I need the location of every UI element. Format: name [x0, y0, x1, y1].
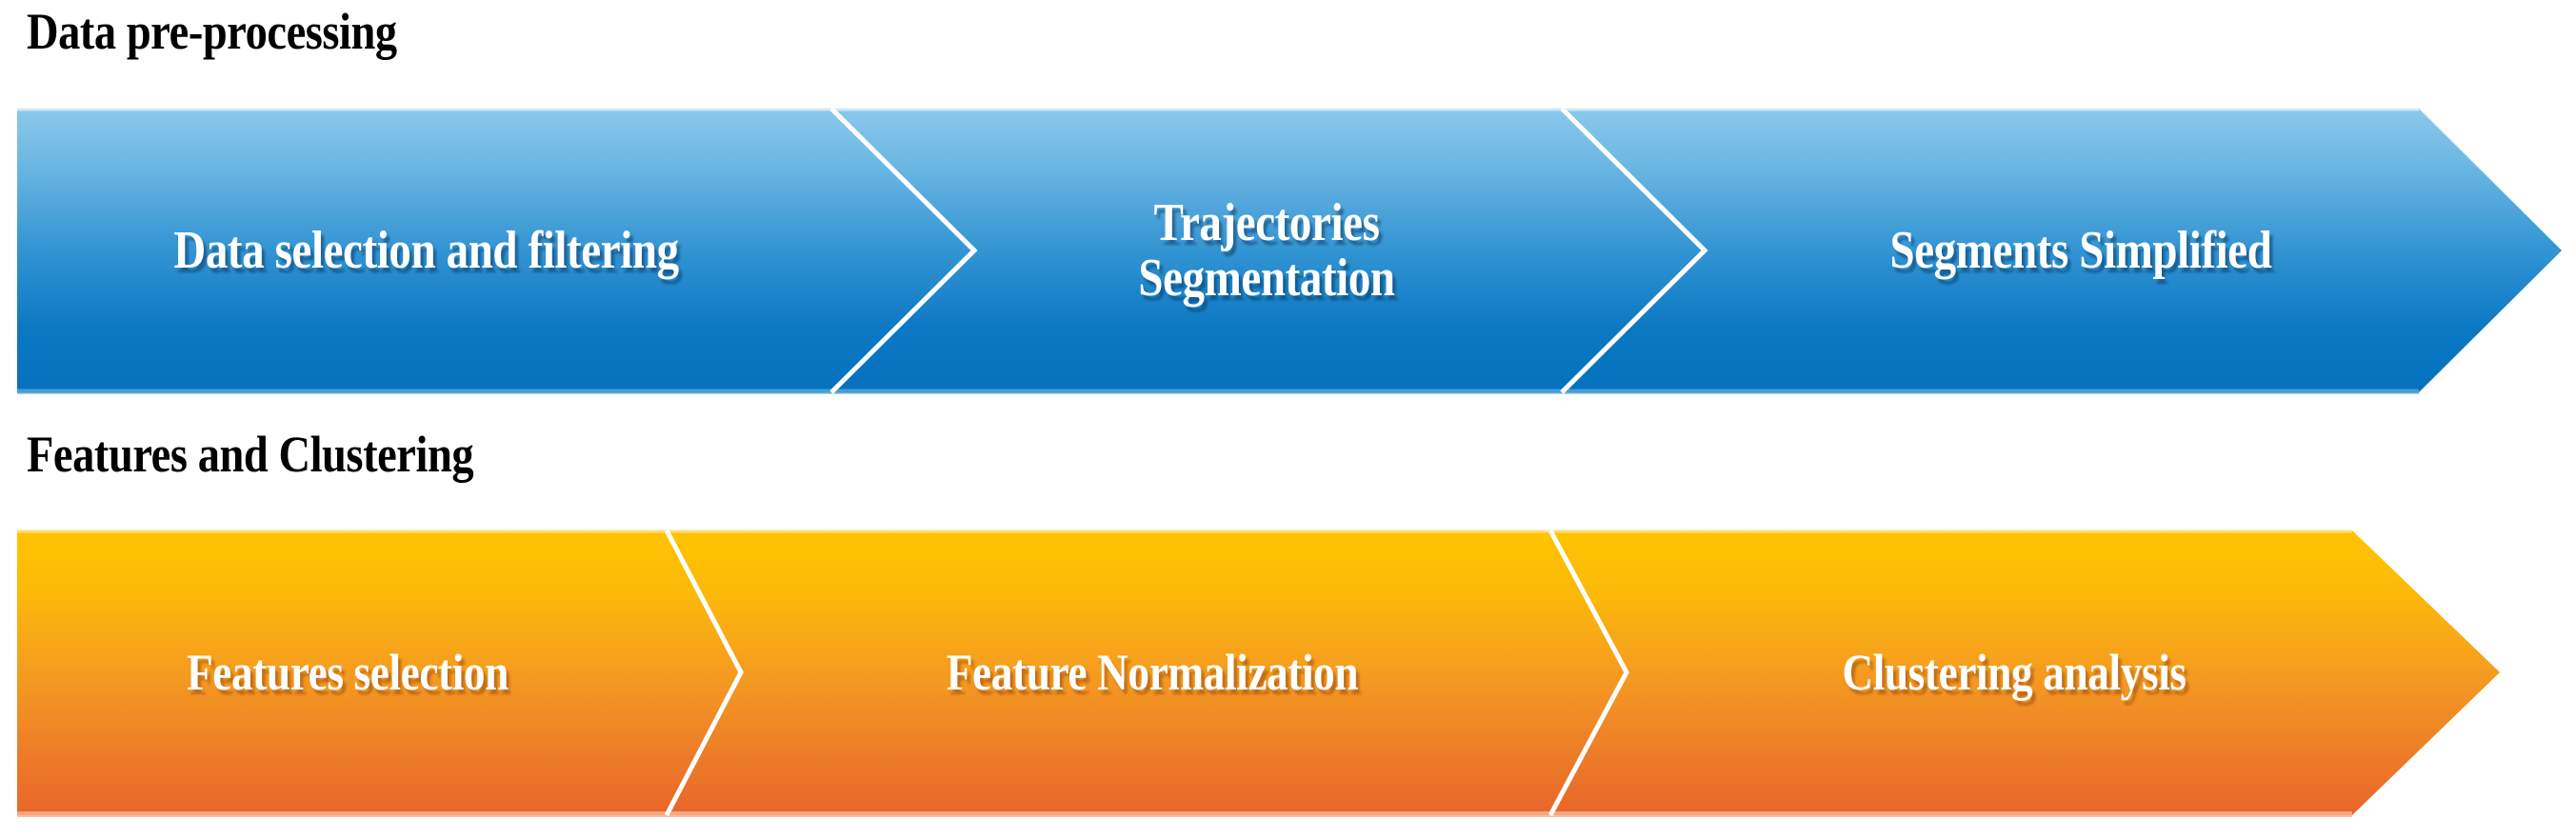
blue-chevron-separator-2	[1560, 107, 1708, 394]
blue-chevron-separator-1	[829, 107, 978, 394]
orange-chevron-separator-2	[1548, 529, 1629, 817]
process-band-data-pre-processing: Data selection and filtering Trajectorie…	[0, 107, 2576, 394]
band-heading-data-pre-processing: Data pre-processing	[27, 3, 397, 60]
orange-arrow-body	[17, 530, 2500, 815]
blue-arrow-body	[17, 109, 2562, 392]
orange-chevron-separator-1	[664, 529, 744, 817]
process-band-features-and-clustering: Features selection Feature Normalization…	[0, 529, 2576, 817]
band-heading-features-and-clustering: Features and Clustering	[27, 426, 474, 483]
orange-band-shape	[17, 529, 2500, 817]
blue-band-shape	[17, 107, 2562, 394]
